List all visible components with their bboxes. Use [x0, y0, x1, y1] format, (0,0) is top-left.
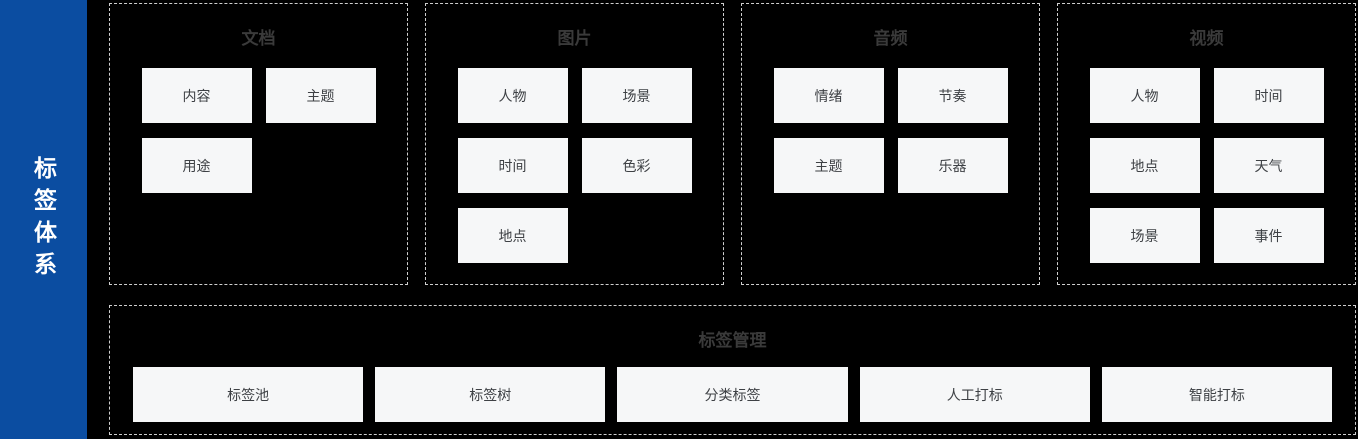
tag-box: 色彩 — [581, 138, 692, 193]
section-audio: 音频 情绪节奏主题乐器 — [741, 3, 1040, 285]
section-video-tags: 人物时间地点天气场景事件 — [1089, 68, 1324, 263]
tag-system-sidebar: 标签体系 — [0, 0, 87, 439]
section-document: 文档 内容主题用途 — [109, 3, 408, 285]
tag-box: 智能打标 — [1101, 367, 1333, 422]
section-video: 视频 人物时间地点天气场景事件 — [1057, 3, 1356, 285]
section-image: 图片 人物场景时间色彩地点 — [425, 3, 724, 285]
tag-box: 标签池 — [133, 367, 364, 422]
tag-box: 人工打标 — [859, 367, 1090, 422]
section-video-title: 视频 — [1189, 29, 1224, 48]
tag-box: 地点 — [1089, 138, 1200, 193]
tag-box: 用途 — [141, 138, 252, 193]
section-audio-tags: 情绪节奏主题乐器 — [773, 68, 1008, 193]
tag-box: 时间 — [1213, 68, 1324, 123]
tag-box: 主题 — [265, 68, 376, 123]
tag-box: 分类标签 — [617, 367, 848, 422]
tag-box: 天气 — [1213, 138, 1324, 193]
tag-box: 时间 — [457, 138, 568, 193]
category-sections-row: 文档 内容主题用途 图片 人物场景时间色彩地点 音频 情绪节奏主题乐器 视频 人… — [109, 3, 1356, 285]
tag-box: 场景 — [581, 68, 692, 123]
section-tag-management: 标签管理 标签池标签树分类标签人工打标智能打标 — [109, 305, 1356, 435]
tag-box: 地点 — [457, 208, 568, 263]
tag-box: 场景 — [1089, 208, 1200, 263]
section-tag-management-title: 标签管理 — [698, 331, 767, 350]
section-image-title: 图片 — [557, 29, 592, 48]
sidebar-vertical-title: 标签体系 — [30, 155, 57, 284]
tag-management-tags: 标签池标签树分类标签人工打标智能打标 — [133, 367, 1333, 422]
tag-box: 情绪 — [773, 68, 884, 123]
section-audio-title: 音频 — [873, 29, 908, 48]
section-document-title: 文档 — [241, 29, 276, 48]
tag-box: 主题 — [773, 138, 884, 193]
tag-box: 节奏 — [897, 68, 1008, 123]
diagram-content: 文档 内容主题用途 图片 人物场景时间色彩地点 音频 情绪节奏主题乐器 视频 人… — [109, 3, 1356, 435]
tag-box: 人物 — [457, 68, 568, 123]
section-image-tags: 人物场景时间色彩地点 — [457, 68, 692, 263]
tag-box: 事件 — [1213, 208, 1324, 263]
section-document-tags: 内容主题用途 — [141, 68, 376, 193]
tag-box: 内容 — [141, 68, 252, 123]
tag-box: 标签树 — [375, 367, 606, 422]
tag-box: 人物 — [1089, 68, 1200, 123]
tag-box: 乐器 — [897, 138, 1008, 193]
